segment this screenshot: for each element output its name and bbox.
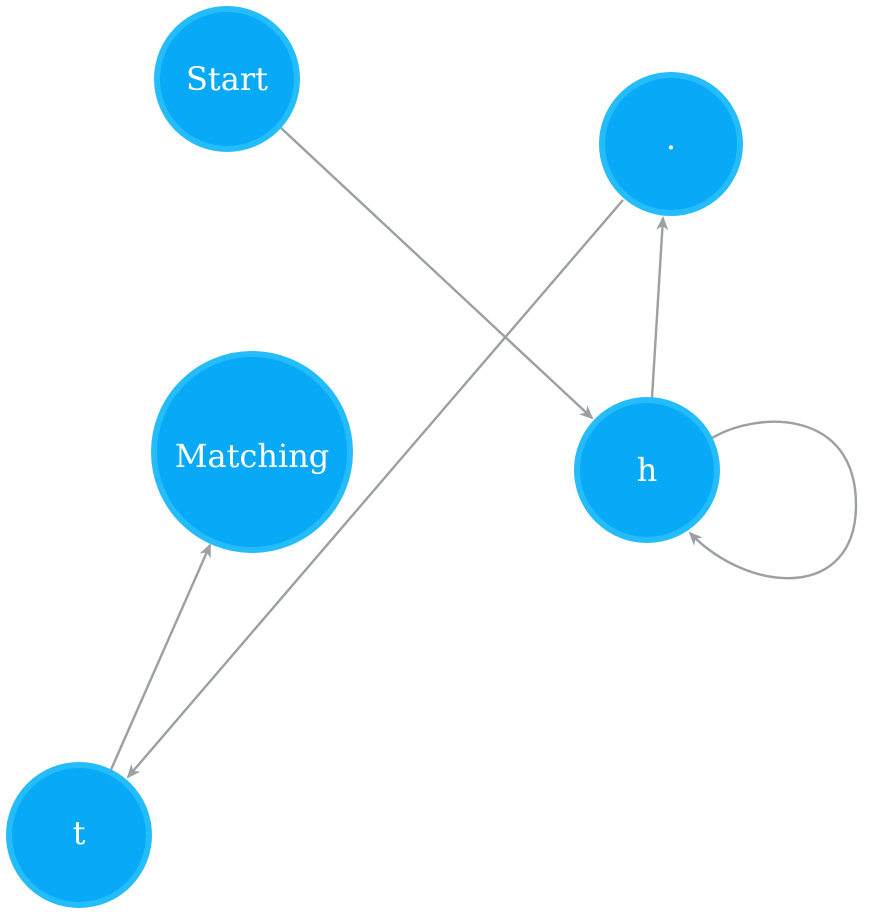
edge-h-to-dot <box>650 216 669 399</box>
node-dot[interactable]: . <box>599 72 743 216</box>
node-h[interactable]: h <box>574 397 720 543</box>
node-t-label: t <box>73 814 86 852</box>
edges <box>108 127 858 779</box>
node-matching-label: Matching <box>175 437 330 475</box>
node-dot-label: . <box>666 119 676 157</box>
node-h-label: h <box>637 451 658 489</box>
node-matching-circle <box>151 351 353 553</box>
node-h-circle <box>574 397 720 543</box>
node-matching[interactable]: Matching <box>151 351 353 553</box>
edge-h-self-loop <box>688 420 858 580</box>
node-start-label: Start <box>186 60 268 98</box>
node-start-circle <box>154 6 300 152</box>
edge-dot-to-t <box>126 199 624 779</box>
edge-start-to-h <box>280 127 594 420</box>
node-t-circle <box>6 762 152 908</box>
node-start[interactable]: Start <box>154 6 300 152</box>
edge-t-to-matching <box>108 543 212 773</box>
node-t[interactable]: t <box>6 762 152 908</box>
node-dot-circle <box>599 72 743 216</box>
